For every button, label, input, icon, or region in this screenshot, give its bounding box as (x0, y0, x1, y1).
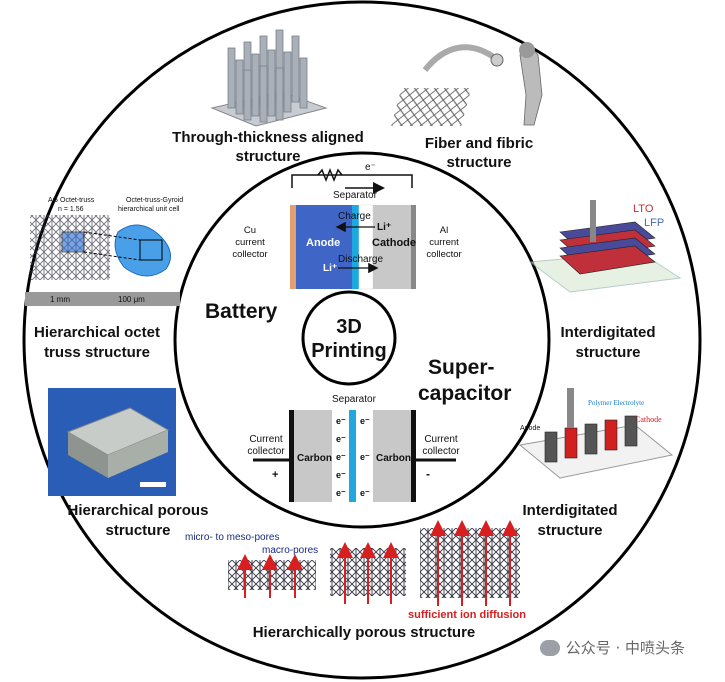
lto-label: LTO (633, 203, 654, 215)
porous-label-1: Hierarchical porous (68, 502, 209, 519)
octet-label-2: truss structure (44, 344, 150, 361)
carbon-left (294, 410, 332, 502)
supercap-gap-left (332, 410, 349, 502)
al-collector-label-1: Al (440, 225, 448, 236)
fiber-fabric-illustration (391, 42, 543, 126)
supercapacitor-cell-diagram: Separator Carbon Carbon e⁻ e⁻ e⁻ e⁻ e⁻ e… (247, 394, 460, 502)
lfp-label: LFP (644, 217, 664, 229)
plus-terminal: + (272, 469, 278, 481)
discharge-label: Discharge (338, 254, 383, 265)
carbon-right-label: Carbon (376, 453, 411, 464)
scale-bar-100um: 100 μm (118, 295, 145, 304)
supercap-electron-l1: e⁻ (336, 416, 346, 426)
cathode-inset-label: Cathode (635, 415, 662, 424)
supercap-electron-l5: e⁻ (336, 488, 346, 498)
interdigitated-polymer-illustration: Anode Polymer Electrolyte Cathode (518, 388, 674, 479)
li-ion-bottom: Li⁺ (323, 263, 337, 274)
battery-wire-electron: e⁻ (365, 162, 376, 173)
macro-pores-label: macro-pores (262, 545, 318, 556)
interdigitated-label-1a: Interdigitated (560, 324, 655, 341)
watermark: 公众号 · 中喷头条 (539, 637, 685, 658)
supercap-separator (349, 410, 356, 502)
hierarchically-porous-label: Hierarchically porous structure (253, 624, 476, 641)
supercapacitor-label-line1: Super- (428, 356, 495, 379)
supercap-electron-r3: e⁻ (360, 488, 370, 498)
supercap-separator-label: Separator (332, 394, 377, 405)
cu-collector-label-2: current (235, 237, 265, 248)
center-title-line1: 3D (336, 316, 362, 338)
porous-block-illustration (48, 388, 176, 496)
ion-diffusion-label: sufficient ion diffusion (408, 609, 526, 621)
scale-bar-1mm: 1 mm (50, 295, 70, 304)
minus-terminal: - (426, 467, 430, 481)
supercapacitor-label-line2: capacitor (418, 382, 511, 405)
octet-b-label-1: Octet-truss-Gyroid (126, 197, 183, 204)
cu-current-collector (290, 205, 296, 289)
battery-label: Battery (205, 300, 278, 323)
interdigitated-lto-lfp-illustration: LTO LFP (528, 200, 682, 293)
aligned-pillars-illustration (210, 29, 328, 127)
al-collector-label-3: collector (426, 249, 461, 260)
li-ion-top: Li⁺ (377, 222, 391, 233)
micro-meso-pores-label: micro- to meso-pores (185, 532, 279, 543)
octet-label-1: Hierarchical octet (34, 324, 160, 341)
polymer-electrolyte-label: Polymer Electrolyte (588, 399, 644, 407)
octet-b-label-2: hierarchical unit cell (118, 206, 180, 213)
center-circle (301, 290, 397, 386)
supercap-electron-l3: e⁻ (336, 452, 346, 462)
supercap-electron-r1: e⁻ (360, 416, 370, 426)
carbon-left-label: Carbon (297, 453, 332, 464)
anode-inset-label: Anode (520, 425, 540, 432)
hierarchical-pores-illustration: micro- to meso-pores macro-pores suffici… (185, 520, 526, 621)
supercap-electron-l2: e⁻ (336, 434, 346, 444)
cc-right-2: collector (422, 446, 460, 457)
carbon-right (373, 410, 411, 502)
cathode-label: Cathode (372, 237, 416, 249)
battery-separator-label: Separator (333, 190, 378, 201)
battery-cell-diagram: e⁻ Separator Anode Cathode Charge Li⁺ Di… (232, 162, 462, 290)
middle-ring (173, 151, 551, 529)
octet-a-label-1: AG Octet-truss (48, 197, 95, 204)
battery-separator (352, 205, 359, 289)
fiber-label-2: structure (446, 154, 511, 171)
interdigitated-label-2a: Interdigitated (522, 502, 617, 519)
supercap-gap-right (356, 410, 373, 502)
fiber-label-1: Fiber and fibric (425, 135, 533, 152)
octet-a-label-2: n = 1.56 (58, 206, 84, 213)
cc-right-1: Current (424, 434, 458, 445)
cc-left-2: collector (247, 446, 285, 457)
al-collector-label-2: current (429, 237, 459, 248)
cathode-block (373, 205, 411, 289)
al-current-collector (411, 205, 416, 289)
through-thickness-label-2: structure (235, 148, 300, 165)
outer-ring (22, 0, 702, 680)
wechat-icon (539, 639, 560, 656)
interdigitated-label-2b: structure (537, 522, 602, 539)
porous-label-2: structure (105, 522, 170, 539)
cc-left-1: Current (249, 434, 283, 445)
anode-block (296, 205, 352, 289)
charge-label: Charge (338, 211, 371, 222)
anode-label: Anode (306, 237, 340, 249)
center-title-line2: Printing (311, 340, 387, 362)
interdigitated-label-1b: structure (575, 344, 640, 361)
watermark-text: 公众号 · 中喷头条 (565, 639, 685, 657)
through-thickness-label-1: Through-thickness aligned (172, 129, 364, 146)
octet-truss-illustration: AG Octet-truss n = 1.56 Octet-truss-Gyro… (25, 197, 183, 306)
cu-collector-label-3: collector (232, 249, 267, 260)
supercap-electron-r2: e⁻ (360, 452, 370, 462)
supercap-electron-l4: e⁻ (336, 470, 346, 480)
cu-collector-label-1: Cu (244, 225, 256, 236)
